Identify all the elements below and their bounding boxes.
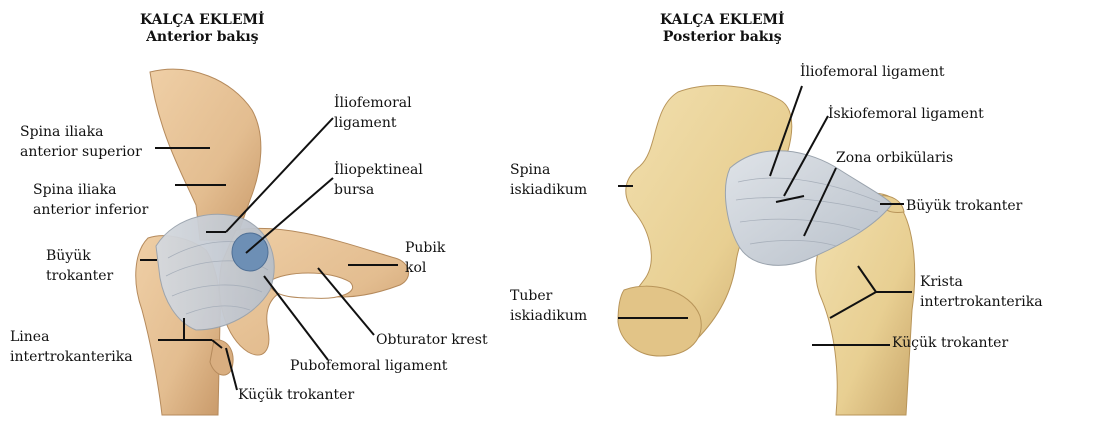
anterior-view-panel: KALÇA EKLEMİ Anterior bakış Spina iliaka… bbox=[0, 0, 540, 421]
label-spina-iliaka-anterior-inferior: Spina iliaka anterior inferior bbox=[33, 180, 148, 220]
label-spina-iliaka-anterior-superior: Spina iliaka anterior superior bbox=[20, 122, 142, 162]
label-iliofemoral-ligament: İliofemoral ligament bbox=[334, 93, 412, 133]
label-pubofemoral-ligament: Pubofemoral ligament bbox=[290, 356, 447, 376]
ilium-bone bbox=[150, 69, 261, 240]
label-krista-intertrokanterika: Krista intertrokanterika bbox=[920, 272, 1043, 312]
label-linea-intertrokanterika: Linea intertrokanterika bbox=[10, 327, 133, 367]
label-zona-orbikularis: Zona orbikülaris bbox=[836, 148, 953, 168]
label-buyuk-trokanter: Büyük trokanter bbox=[46, 246, 113, 286]
lesser-trochanter-bone bbox=[210, 340, 233, 375]
label-posterior-buyuk-trokanter: Büyük trokanter bbox=[906, 196, 1022, 216]
label-tuber-iskiadikum: Tuber iskiadikum bbox=[510, 286, 587, 326]
label-obturator-krest: Obturator krest bbox=[376, 330, 488, 350]
posterior-title: KALÇA EKLEMİ bbox=[660, 12, 785, 29]
label-iliopektineal-bursa: İliopektineal bursa bbox=[334, 160, 423, 200]
posterior-title-block: KALÇA EKLEMİ Posterior bakış bbox=[660, 12, 785, 46]
label-pubik-kol: Pubik kol bbox=[405, 238, 445, 278]
anterior-title: KALÇA EKLEMİ bbox=[140, 12, 265, 29]
label-posterior-kucuk-trokanter: Küçük trokanter bbox=[892, 333, 1008, 353]
label-posterior-iliofemoral-ligament: İliofemoral ligament bbox=[800, 62, 945, 82]
label-iskiofemoral-ligament: İskiofemoral ligament bbox=[828, 104, 984, 124]
label-spina-iskiadikum: Spina iskiadikum bbox=[510, 160, 587, 200]
anterior-title-block: KALÇA EKLEMİ Anterior bakış bbox=[140, 12, 265, 46]
posterior-view-panel: KALÇA EKLEMİ Posterior bakış İliofemoral… bbox=[540, 0, 1097, 421]
posterior-subtitle: Posterior bakış bbox=[660, 29, 785, 46]
anterior-subtitle: Anterior bakış bbox=[140, 29, 265, 46]
label-kucuk-trokanter: Küçük trokanter bbox=[238, 385, 354, 405]
